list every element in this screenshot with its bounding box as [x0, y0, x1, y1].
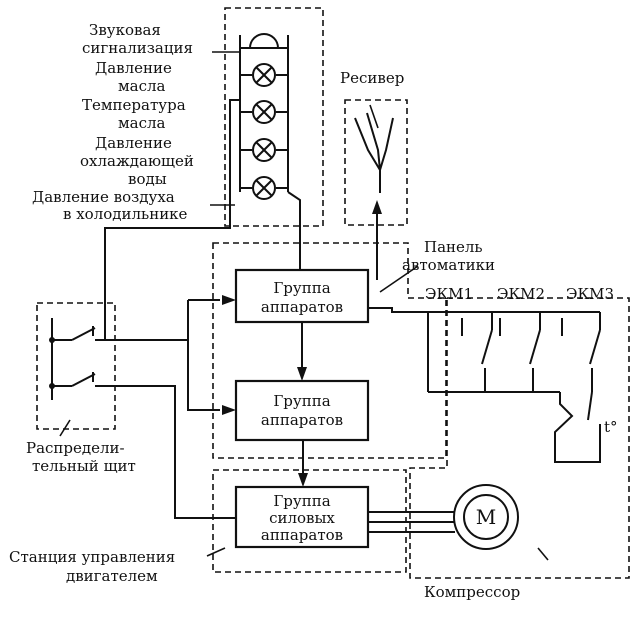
group2-line2: аппаратов	[261, 411, 343, 429]
label-motor: М	[476, 505, 496, 529]
distribution-board-switches	[49, 318, 115, 400]
signal-panel	[239, 33, 301, 270]
receiver-symbol	[354, 104, 394, 280]
automation-panel-enclosure	[212, 242, 447, 459]
group1-line1: Группа	[273, 279, 330, 297]
label-automation-panel-1: Панель	[424, 238, 483, 256]
lamp-icon	[240, 100, 288, 124]
label-temperature: t°	[604, 418, 618, 436]
label-sound-1: Звуковая	[89, 21, 161, 39]
lamp-icon	[240, 138, 288, 162]
receiver-enclosure	[344, 99, 408, 226]
label-automation-panel-2: автоматики	[402, 256, 495, 274]
group3-line2: силовых	[269, 509, 335, 527]
label-ekm1: ЭКМ1	[425, 285, 473, 303]
pressure-switches	[427, 312, 601, 463]
label-distribution-board-2: тельный щит	[32, 457, 136, 475]
label-ekm2: ЭКМ2	[497, 285, 545, 303]
label-distribution-board-1: Распредели-	[26, 439, 125, 457]
wiring	[104, 99, 600, 533]
label-coolant-2: охлаждающей	[80, 152, 194, 170]
distribution-board-enclosure	[36, 302, 116, 430]
lamp-icon	[240, 176, 288, 200]
leader-lines	[59, 51, 549, 561]
label-fridge-air-2: в холодильнике	[63, 205, 188, 223]
group2-line1: Группа	[273, 392, 330, 410]
group3-box	[234, 485, 370, 549]
group3-line1: Группа	[273, 492, 330, 510]
buzzer-icon	[240, 33, 288, 49]
compressor-enclosure	[409, 297, 630, 579]
label-coolant-1: Давление	[95, 134, 172, 152]
label-ekm3: ЭКМ3	[566, 285, 614, 303]
group2-box	[234, 379, 370, 442]
group1-line2: аппаратов	[261, 298, 343, 316]
label-coolant-3: воды	[128, 170, 167, 188]
label-fridge-air-1: Давление воздуха	[32, 188, 175, 206]
group3-line3: аппаратов	[261, 526, 343, 544]
signal-panel-enclosure	[224, 7, 324, 227]
label-motor-station-1: Станция управления	[9, 548, 175, 566]
label-oil-temp-1: Температура	[82, 96, 186, 114]
label-oil-temp-2: масла	[118, 114, 166, 132]
lamp-icon	[240, 63, 288, 87]
label-oil-pressure-1: Давление	[95, 59, 172, 77]
group1-box	[234, 268, 370, 324]
label-oil-pressure-2: масла	[118, 77, 166, 95]
motor-symbol	[453, 484, 519, 550]
label-compressor: Компрессор	[424, 583, 520, 601]
label-sound-2: сигнализация	[82, 39, 193, 57]
label-receiver: Ресивер	[340, 69, 404, 87]
label-motor-station-2: двигателем	[66, 567, 158, 585]
